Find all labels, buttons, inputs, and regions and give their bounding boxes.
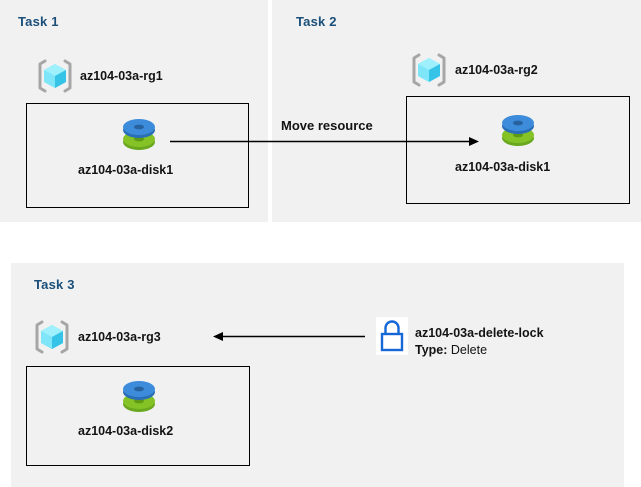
- task-1-resource-box: [26, 103, 249, 208]
- task-1-resource-group-label: az104-03a-rg1: [80, 69, 163, 83]
- resource-group-icon: [410, 51, 448, 89]
- delete-lock-type-value: Delete: [450, 343, 488, 357]
- lock-icon: [376, 317, 408, 355]
- task-2-title: Task 2: [296, 14, 337, 29]
- managed-disk-icon: [119, 376, 159, 418]
- task-1-panel: [0, 0, 268, 222]
- task-3-resource-label: az104-03a-disk2: [78, 424, 174, 438]
- resource-group-icon: [33, 318, 71, 356]
- task-3-panel: [11, 263, 624, 487]
- managed-disk-icon: [119, 114, 159, 156]
- task-2-resource-group-label: az104-03a-rg2: [455, 63, 538, 77]
- delete-lock-name-label: az104-03a-delete-lock: [415, 326, 544, 340]
- task-1-resource-label: az104-03a-disk1: [78, 163, 174, 177]
- task-2-panel: [272, 0, 641, 222]
- task-3-title: Task 3: [34, 277, 75, 292]
- task-2-resource-label: az104-03a-disk1: [455, 160, 551, 174]
- resource-group-icon: [36, 57, 74, 95]
- task-3-resource-group-label: az104-03a-rg3: [78, 330, 161, 344]
- delete-lock-type-key: Type:: [415, 343, 448, 357]
- task-2-resource-box: [406, 96, 630, 204]
- task-1-title: Task 1: [18, 14, 59, 29]
- task-3-resource-box: [26, 366, 250, 466]
- move-resource-label: Move resource: [281, 118, 373, 133]
- delete-lock-type-label: Type: Delete: [415, 343, 487, 357]
- managed-disk-icon: [498, 110, 538, 152]
